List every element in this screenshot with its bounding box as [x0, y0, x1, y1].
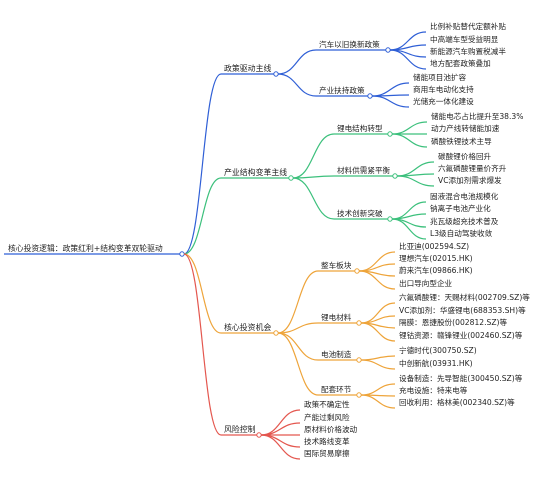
risk-connector-1: [260, 409, 301, 436]
sub-connector-2-3: [292, 177, 335, 220]
branch-connector-dot-1: [273, 71, 279, 77]
sub-connector-2-2: [292, 175, 335, 179]
sub-connector-3-4: [277, 332, 319, 396]
leaf-label-1-1-3: 新能源汽车购置税减半: [430, 46, 506, 56]
branch-connector-4: [183, 253, 222, 436]
risk-connector-2: [260, 422, 301, 436]
leaf-label-3-2-3: 隔膜：恩捷股份(002812.SZ)等: [399, 317, 508, 327]
branch-label-4: 风险控制: [224, 424, 256, 434]
sub-label-3-2: 锂电材料: [321, 312, 352, 322]
sub-label-3-1: 整车板块: [321, 260, 352, 270]
branch-connector-dot-4: [256, 432, 262, 438]
leaf-connector-2-1-1: [391, 121, 428, 135]
leaf-connector-3-3-1: [360, 355, 396, 361]
risk-item-label-2: 产能过剩风险: [304, 412, 350, 422]
leaf-label-3-1-4: 出口导向型企业: [399, 278, 453, 288]
branch-connector-2: [183, 177, 222, 255]
root-node-label: 核心投资逻辑：政策红利+结构变革双轮驱动: [8, 243, 163, 253]
leaf-connector-2-3-4: [391, 218, 427, 240]
leaf-label-2-3-2: 钠离子电池产业化: [430, 203, 491, 213]
leaf-label-2-3-1: 固液混合电池规模化: [430, 191, 499, 201]
sub-label-1-1: 汽车以旧换新政策: [319, 39, 380, 49]
sub-connector-dot-2-2: [392, 173, 398, 179]
leaf-label-3-3-2: 中创新航(03931.HK): [399, 358, 473, 368]
leaf-connector-1-2-3: [371, 95, 410, 108]
branch-label-1: 政策驱动主线: [224, 63, 271, 73]
sub-connector-dot-3-2: [356, 320, 362, 326]
leaf-label-1-1-4: 地方配套政策叠加: [430, 58, 491, 68]
leaf-label-1-2-1: 储能项目池扩容: [413, 72, 467, 82]
leaf-connector-1-2-1: [371, 82, 410, 97]
sub-label-2-1: 锂电结构转型: [337, 123, 383, 133]
sub-connector-1-2: [277, 73, 317, 97]
leaf-label-3-3-1: 宁德时代(300750.SZ): [399, 345, 477, 355]
leaf-label-2-1-1: 储能电芯占比提升至38.3%: [431, 111, 523, 121]
leaf-label-2-3-3: 兆瓦级超充技术普及: [430, 216, 499, 226]
root-connector-dot: [179, 251, 185, 257]
leaf-connector-3-1-4: [358, 270, 396, 290]
leaf-connector-2-3-2: [391, 213, 427, 220]
branch-connector-dot-2: [288, 175, 294, 181]
leaf-label-2-2-3: VC添加剂需求爆发: [438, 175, 502, 185]
branch-connector-1: [183, 73, 222, 255]
leaf-label-1-2-2: 商用车电动化支持: [413, 84, 474, 94]
leaf-label-3-2-4: 锂钴资源：赣锋锂业(002460.SZ)等: [399, 330, 523, 340]
risk-item-label-5: 国际贸易摩擦: [304, 448, 350, 458]
branch-connector-dot-3: [273, 330, 279, 336]
sub-label-3-3: 电池制造: [321, 349, 352, 359]
leaf-connector-1-1-2: [389, 44, 427, 51]
sub-label-1-2: 产业扶持政策: [319, 85, 365, 95]
sub-connector-3-2: [277, 322, 319, 334]
leaf-label-3-4-2: 充电设施：特来电等: [399, 385, 468, 395]
branch-label-3: 核心投资机会: [224, 322, 271, 332]
sub-connector-dot-1-2: [367, 93, 373, 99]
sub-connector-2-1: [292, 133, 335, 179]
leaf-label-3-1-2: 理想汽车(02015.HK): [399, 253, 473, 263]
leaf-label-2-1-3: 磷酸铁锂技术主导: [431, 136, 492, 146]
risk-item-label-3: 原材料价格波动: [304, 424, 358, 434]
leaf-label-1-2-3: 光储充一体化建设: [413, 96, 474, 106]
sub-label-2-3: 技术创新突破: [337, 208, 383, 218]
leaf-label-3-4-3: 回收利用：格林美(002340.SZ)等: [399, 397, 515, 407]
sub-connector-3-1: [277, 270, 319, 334]
sub-label-3-4: 配套环节: [321, 384, 352, 394]
leaf-connector-3-3-2: [360, 359, 396, 370]
leaf-connector-2-1-3: [391, 133, 428, 148]
sub-connector-3-3: [277, 332, 319, 361]
sub-label-2-2: 材料供需紧平衡: [337, 165, 391, 175]
leaf-connector-3-4-3: [360, 394, 396, 409]
leaf-connector-2-2-3: [396, 175, 435, 187]
sub-connector-dot-3-4: [356, 392, 362, 398]
leaf-connector-1-1-4: [389, 49, 427, 70]
leaf-label-3-4-1: 设备制造：先导智能(300450.SZ)等: [399, 373, 523, 383]
leaf-label-3-2-2: VC添加剂：华盛锂电(688353.SH)等: [399, 305, 526, 315]
branch-connector-3: [183, 253, 222, 334]
risk-item-label-4: 技术路线变革: [304, 436, 350, 446]
risk-connector-5: [260, 434, 301, 460]
leaf-label-2-1-2: 动力产线转储能加速: [431, 123, 500, 133]
leaf-connector-3-2-4: [360, 322, 396, 342]
sub-connector-dot-3-3: [356, 357, 362, 363]
sub-connector-dot-1-1: [385, 47, 391, 53]
leaf-label-3-2-1: 六氟磷酸锂：天赐材料(002709.SZ)等: [399, 292, 530, 302]
branch-label-2: 产业结构变革主线: [224, 167, 287, 177]
sub-connector-dot-3-1: [354, 268, 360, 274]
leaf-label-2-3-4: L3级自动驾驶收敛: [430, 228, 493, 238]
leaf-label-1-1-2: 中高端车型受益明显: [430, 34, 499, 44]
leaf-label-2-2-1: 碳酸锂价格回升: [438, 151, 492, 161]
leaf-connector-3-1-1: [358, 251, 396, 272]
sub-connector-dot-2-1: [387, 131, 393, 137]
leaf-label-3-1-3: 蔚来汽车(09866.HK): [399, 265, 473, 275]
leaf-connector-3-4-1: [360, 383, 396, 396]
leaf-label-2-2-2: 六氟磷酸锂量价齐升: [438, 163, 507, 173]
sub-connector-1-1: [277, 49, 317, 75]
sub-connector-dot-2-3: [387, 216, 393, 222]
leaf-label-3-1-1: 比亚迪(002594.SZ): [399, 241, 469, 251]
risk-item-label-1: 政策不确定性: [304, 399, 350, 409]
leaf-label-1-1-1: 比例补贴替代定额补贴: [430, 21, 506, 31]
risk-connector-4: [260, 434, 301, 448]
